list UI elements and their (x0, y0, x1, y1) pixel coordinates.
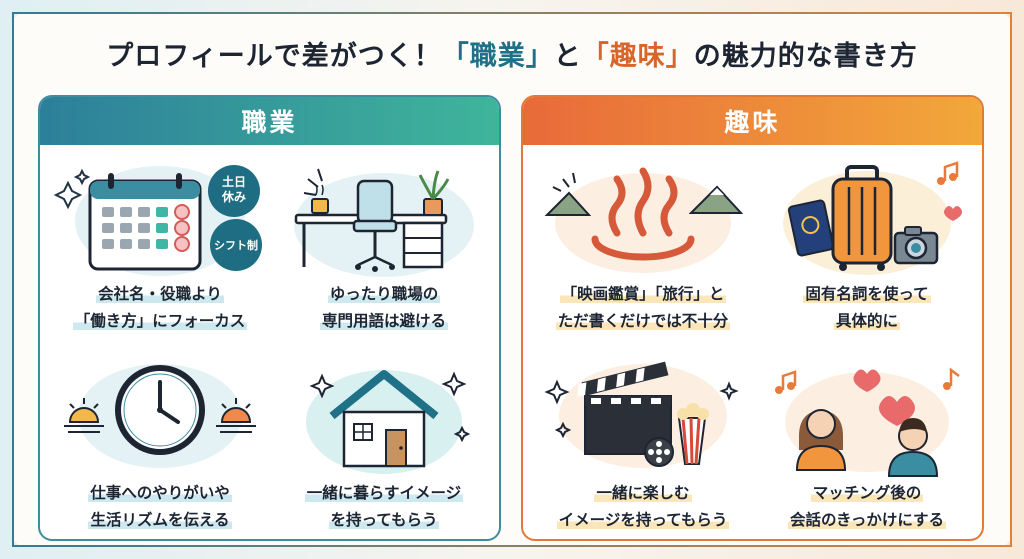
job-panel: 職業 (38, 95, 501, 541)
title-job: 「職業」 (441, 41, 554, 72)
title-suffix: の魅力的な書き方 (693, 41, 918, 72)
caption-line: 「映画鑑賞」「旅行」と (559, 285, 727, 303)
music-note-icon (937, 161, 959, 185)
caption-line: 具体的に (833, 312, 900, 330)
heart-icon (879, 396, 915, 426)
hobby-panel-heading: 趣味 (523, 97, 982, 145)
person-avatar (795, 409, 847, 471)
caption-line: 仕事へのやりがいや (88, 484, 232, 502)
badge-shift: シフト制 (214, 239, 258, 252)
hot-spring-illustration (533, 153, 753, 278)
popcorn-icon (677, 403, 709, 465)
caption-line: ただ書くだけでは不十分 (555, 312, 731, 330)
sparkle-icon (544, 379, 739, 439)
job-item-living-together: 一緒に暮らすイメージ を持ってもらう (274, 352, 494, 539)
caption-line: 一緒に楽しむ (594, 484, 692, 502)
job-caption-1: 会社名・役職より 「働き方」にフォーカス (50, 281, 270, 335)
hobby-caption-1: 「映画鑑賞」「旅行」と ただ書くだけでは不十分 (533, 281, 753, 335)
suitcase-illustration (757, 153, 977, 278)
job-item-work-style: 土日 休み シフト制 会社名・役職より 「働き方」にフォーカス (50, 153, 270, 343)
caption-line: 「働き方」にフォーカス (72, 312, 248, 330)
hobby-panel: 趣味 「映画鑑賞」「旅行」と ただ書くだけでは不十分 (521, 95, 984, 541)
caption-line: を持ってもらう (328, 511, 440, 529)
clock-illustration (50, 352, 270, 477)
hobby-caption-4: マッチング後の 会話のきっかけにする (757, 480, 977, 534)
hobby-caption-3: 一緒に楽しむ イメージを持ってもらう (533, 480, 753, 534)
film-reel-icon (644, 437, 674, 467)
caption-line: 一緒に暮らすイメージ (304, 484, 464, 502)
caption-line: 生活リズムを伝える (88, 511, 232, 529)
job-panel-heading: 職業 (40, 97, 499, 145)
caption-line: イメージを持ってもらう (556, 511, 730, 529)
music-note-icon (775, 367, 960, 394)
caption-line: 会社名・役職より (96, 285, 224, 303)
title-prefix: プロフィールで差がつく！ (106, 41, 442, 72)
badge-weekend-off: 土日 (221, 175, 246, 189)
movie-illustration (533, 352, 753, 477)
sunset-icon (216, 398, 256, 433)
job-item-avoid-jargon: ゆったり職場の 専門用語は避ける (274, 153, 494, 343)
caption-line: 会話のきっかけにする (787, 511, 947, 529)
hobby-item-enjoy-together: 一緒に楽しむ イメージを持ってもらう (533, 352, 753, 539)
caption-line: ゆったり職場の (327, 285, 441, 303)
caption-line: マッチング後の (810, 484, 924, 502)
calendar-illustration: 土日 休み シフト制 (50, 153, 270, 278)
job-caption-3: 仕事へのやりがいや 生活リズムを伝える (50, 480, 270, 534)
camera-icon (893, 226, 939, 265)
hobby-item-proper-nouns: 固有名詞を使って 具体的に (757, 153, 977, 343)
house-illustration (274, 352, 494, 477)
hobby-item-conversation: マッチング後の 会話のきっかけにする (757, 352, 977, 539)
person-avatar (887, 418, 939, 477)
heart-icon (853, 369, 881, 392)
title-hobby: 「趣味」 (581, 41, 694, 72)
caption-line: 専門用語は避ける (319, 312, 448, 330)
sunrise-icon (64, 398, 104, 433)
job-caption-2: ゆったり職場の 専門用語は避ける (274, 281, 494, 335)
hobby-caption-2: 固有名詞を使って 具体的に (757, 281, 977, 335)
desk-illustration (274, 153, 494, 278)
sparkle-icon (53, 168, 91, 210)
job-item-rhythm: 仕事へのやりがいや 生活リズムを伝える (50, 352, 270, 539)
title-middle: と (553, 41, 582, 72)
badge-weekend-off-2: 休み (221, 190, 246, 204)
page-title: プロフィールで差がつく！「職業」と「趣味」の魅力的な書き方 (0, 34, 1024, 73)
job-caption-4: 一緒に暮らすイメージ を持ってもらう (274, 480, 494, 534)
hobby-item-not-enough: 「映画鑑賞」「旅行」と ただ書くだけでは不十分 (533, 153, 753, 343)
couple-illustration (757, 352, 977, 477)
caption-line: 固有名詞を使って (803, 285, 931, 303)
sparkle-icon (309, 371, 471, 443)
